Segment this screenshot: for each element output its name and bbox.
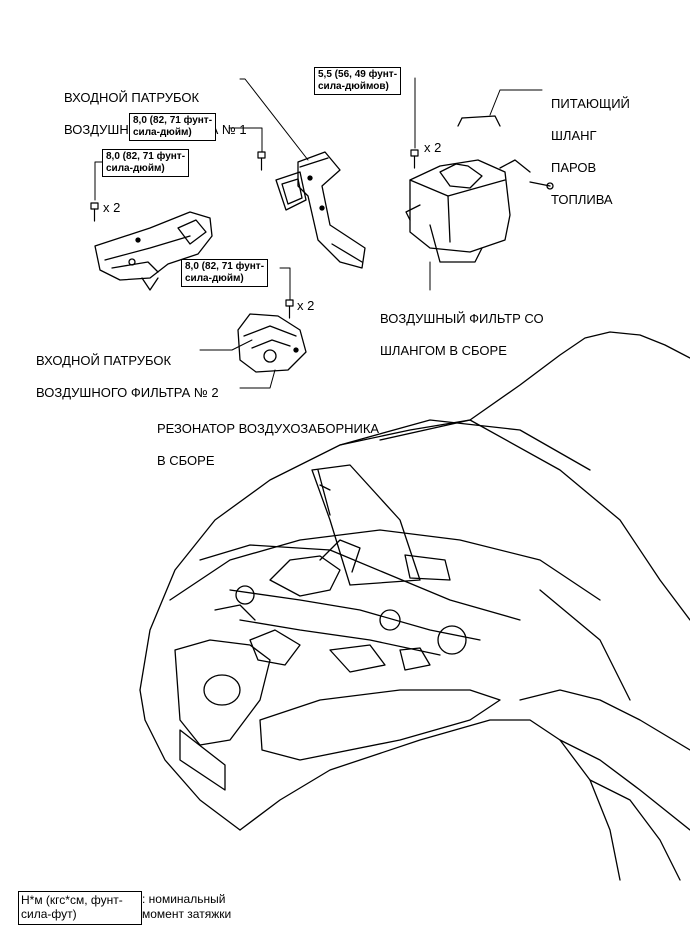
torque-resonator-line1: 8,0 (82, 71 фунт- [185,261,265,272]
vapor-hose-label-line1: ПИТАЮЩИЙ [551,96,630,111]
legend-box: Н*м (кгс*см, фунт- сила-фут) [18,891,142,925]
legend-box-line2: сила-фут) [21,907,77,921]
resonator-label-line2: В СБОРЕ [157,453,215,468]
torque-filter-line2: сила-дюймов) [318,81,389,92]
inlet-no1-label-line1: ВХОДНОЙ ПАТРУБОК [64,90,200,105]
inlet-no1-drawing [275,151,366,269]
air-filter-label: ВОЗДУШНЫЙ ФИЛЬТР СО ШЛАНГОМ В СБОРЕ [380,295,544,359]
vapor-hose-label-line2: ШЛАНГ [551,128,597,143]
air-filter-drawing [405,115,554,263]
qty-filter: x 2 [424,140,442,155]
torque-resonator-line2: сила-дюйм) [185,273,244,284]
air-filter-label-line2: ШЛАНГОМ В СБОРЕ [380,343,507,358]
legend-box-line1: Н*м (кгс*см, фунт- [21,893,123,907]
inlet-no2-label-line2: ВОЗДУШНОГО ФИЛЬТРА № 2 [36,385,219,400]
legend-text: : номинальный момент затяжки [142,892,231,922]
torque-inlet1-line1: 8,0 (82, 71 фунт- [133,115,213,126]
vehicle-drawing [139,331,690,881]
bolt-icons [90,149,419,319]
legend-text-line2: момент затяжки [142,907,232,921]
torque-inlet2-line1: 8,0 (82, 71 фунт- [106,151,186,162]
resonator-label-line1: РЕЗОНАТОР ВОЗДУХОЗАБОРНИКА [157,421,380,436]
torque-filter-line1: 5,5 (56, 49 фунт- [318,69,398,80]
torque-inlet1-line2: сила-дюйм) [133,127,192,138]
vapor-hose-label: ПИТАЮЩИЙ ШЛАНГ ПАРОВ ТОПЛИВА [551,80,630,208]
torque-box-inlet2: 8,0 (82, 71 фунт- сила-дюйм) [102,149,190,177]
torque-box-filter: 5,5 (56, 49 фунт- сила-дюймов) [314,67,402,95]
qty-resonator: x 2 [297,298,315,313]
torque-box-inlet1: 8,0 (82, 71 фунт- сила-дюйм) [129,113,217,141]
torque-box-resonator: 8,0 (82, 71 фунт- сила-дюйм) [181,259,269,287]
inlet-no2-drawing [94,211,213,291]
vapor-hose-label-line4: ТОПЛИВА [551,192,613,207]
inlet-no2-label-line1: ВХОДНОЙ ПАТРУБОК [36,353,172,368]
qty-inlet2: x 2 [103,200,121,215]
air-filter-label-line1: ВОЗДУШНЫЙ ФИЛЬТР СО [380,311,544,326]
vapor-hose-label-line3: ПАРОВ [551,160,597,175]
legend-text-line1: : номинальный [142,892,226,906]
resonator-label: РЕЗОНАТОР ВОЗДУХОЗАБОРНИКА В СБОРЕ [157,405,379,469]
torque-inlet2-line2: сила-дюйм) [106,163,165,174]
inlet-no2-label: ВХОДНОЙ ПАТРУБОК ВОЗДУШНОГО ФИЛЬТРА № 2 [36,337,219,401]
resonator-drawing [237,313,307,373]
